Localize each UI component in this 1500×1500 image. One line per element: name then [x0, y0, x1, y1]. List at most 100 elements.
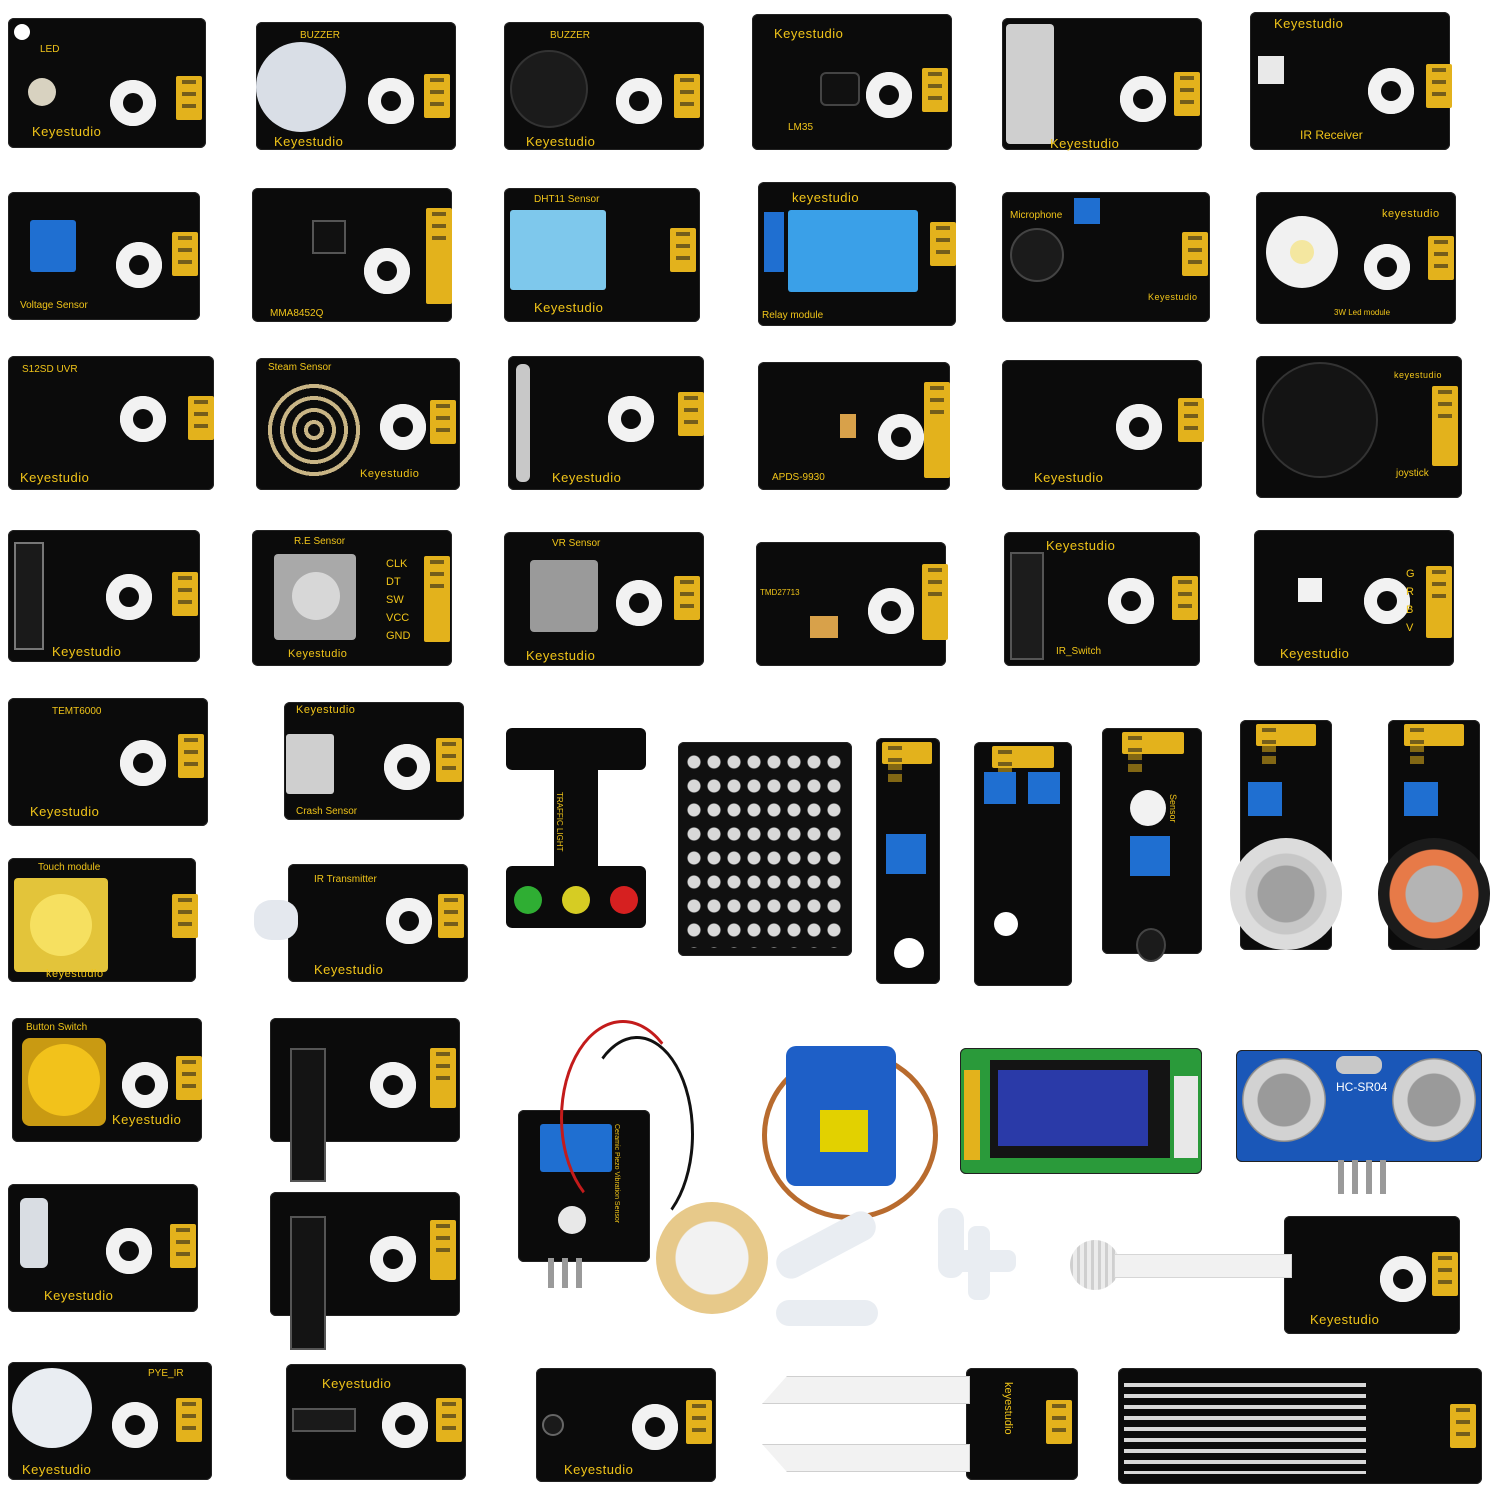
pin-label: GND: [386, 630, 411, 642]
mount-ring: [866, 72, 912, 118]
mount-hole: [14, 24, 30, 40]
pin: [548, 1258, 554, 1288]
ir-obstacle-avoidance-module: [974, 742, 1072, 986]
mount-ring: [1368, 68, 1414, 114]
brand-label: keyestudio: [1394, 370, 1443, 380]
brand-label: Keyestudio: [44, 1288, 114, 1303]
crash-sensor-module: Keyestudio Crash Sensor: [284, 702, 464, 820]
touch-center: [30, 894, 92, 956]
potentiometer: [984, 772, 1016, 804]
brand-label: Keyestudio: [1046, 538, 1116, 553]
force-sensor-strip: [1114, 1254, 1292, 1278]
mount-ring: [364, 248, 410, 294]
pin-header: [1432, 386, 1458, 466]
thermistor-module: Keyestudio: [536, 1368, 716, 1482]
traffic-light-stem: [554, 766, 598, 870]
brand-label: Keyestudio: [526, 134, 596, 149]
module-title: 3W Led module: [1334, 308, 1391, 317]
module-title: BUZZER: [550, 30, 590, 41]
mount-ring: [382, 1402, 428, 1448]
pin-header: [430, 400, 456, 444]
pin-label: CLK: [386, 558, 408, 570]
brand-label: Keyestudio: [1280, 646, 1350, 661]
module-title: S12SD UVR: [22, 364, 78, 375]
module-title: PYE_IR: [148, 1368, 184, 1379]
module-title: Microphone: [1010, 210, 1063, 221]
steam-sensing-pad: [262, 378, 366, 482]
potentiometer: [1074, 198, 1100, 224]
module-title: MMA8452Q: [270, 308, 324, 319]
piezo-disc: [656, 1202, 768, 1314]
pin-header: [992, 746, 1054, 786]
brand-label: Keyestudio: [274, 134, 344, 149]
pin-header: [170, 1224, 196, 1268]
pin-header: [1046, 1400, 1072, 1444]
temperature-chip: [292, 1408, 356, 1432]
brand-label: Keyestudio: [564, 1462, 634, 1477]
module-title: IR_Switch: [1056, 646, 1102, 657]
dht11-sensor-module: DHT11 Sensor Keyestudio: [504, 188, 700, 322]
pin-label: VCC: [386, 612, 410, 624]
brand-label: Keyestudio: [322, 1376, 392, 1391]
led-module: LED Keyestudio: [8, 18, 206, 148]
mount-hole: [994, 912, 1018, 936]
alcohol-sensor-mesh: [1378, 838, 1490, 950]
module-title: Steam Sensor: [268, 362, 332, 373]
mount-ring: [1116, 404, 1162, 450]
brand-label: Keyestudio: [360, 468, 420, 480]
mount-ring: [370, 1062, 416, 1108]
relay-component: [788, 210, 918, 292]
pin-header: [436, 1398, 462, 1442]
brand-label: Keyestudio: [20, 470, 90, 485]
pin-header: [1450, 1404, 1476, 1448]
module-title: Button Switch: [26, 1022, 88, 1033]
module-title: joystick: [1396, 468, 1429, 479]
module-title: LED: [40, 44, 60, 55]
mount-ring: [370, 1236, 416, 1282]
pin-header: [1122, 732, 1184, 772]
voltage-sensor-module: Voltage Sensor: [8, 192, 200, 320]
pin: [1338, 1160, 1344, 1194]
pin-header: [1172, 576, 1198, 620]
pin-header: [172, 232, 198, 276]
pin-header: [424, 74, 450, 118]
led-component: [28, 78, 56, 106]
lcd-screen: [998, 1070, 1148, 1146]
pressure-sensor-module: Keyestudio: [1284, 1216, 1460, 1334]
flame-ir-led: [1136, 928, 1166, 962]
mount-ring: [110, 80, 156, 126]
pin-label: DT: [386, 576, 401, 588]
tmd27713-module: TMD27713: [756, 542, 948, 666]
ultrasonic-module: HC-SR04: [1236, 1050, 1482, 1162]
module-title: TRAFFIC LIGHT: [555, 792, 564, 852]
photoresistor-module: Keyestudio: [1002, 360, 1204, 490]
potentiometer: [1404, 782, 1438, 816]
micro-switch: [286, 734, 334, 794]
pin-header: [964, 1070, 980, 1160]
reed-switch-module: Keyestudio: [508, 356, 704, 490]
ir-led: [254, 900, 298, 940]
screw-terminal: [764, 212, 784, 272]
pin: [576, 1258, 582, 1288]
pin-header: [178, 734, 204, 778]
capacitor: [840, 414, 856, 438]
active-buzzer-module: BUZZER Keyestudio: [256, 22, 456, 150]
module-title: HC-SR04: [1336, 1080, 1388, 1094]
buzzer-component: [256, 42, 346, 132]
green-led: [514, 886, 542, 914]
pin-header: [922, 68, 948, 112]
steam-sensor-module: Steam Sensor Keyestudio: [256, 358, 460, 490]
pin-header: [922, 564, 948, 640]
mount-ring: [608, 396, 654, 442]
hall-component: [290, 1216, 326, 1350]
mount-ring: [1364, 244, 1410, 290]
pin-header: [176, 76, 202, 120]
mount-ring: [120, 396, 166, 442]
mount-ring: [1130, 790, 1166, 826]
servo-horn: [776, 1300, 878, 1326]
ir-receiver-module: Keyestudio IR Receiver: [1250, 12, 1452, 150]
brand-label: Keyestudio: [774, 26, 844, 41]
pin-header: [1432, 1252, 1458, 1296]
ir-slot-sensor: [1010, 552, 1044, 660]
servo-horn: [968, 1226, 990, 1300]
